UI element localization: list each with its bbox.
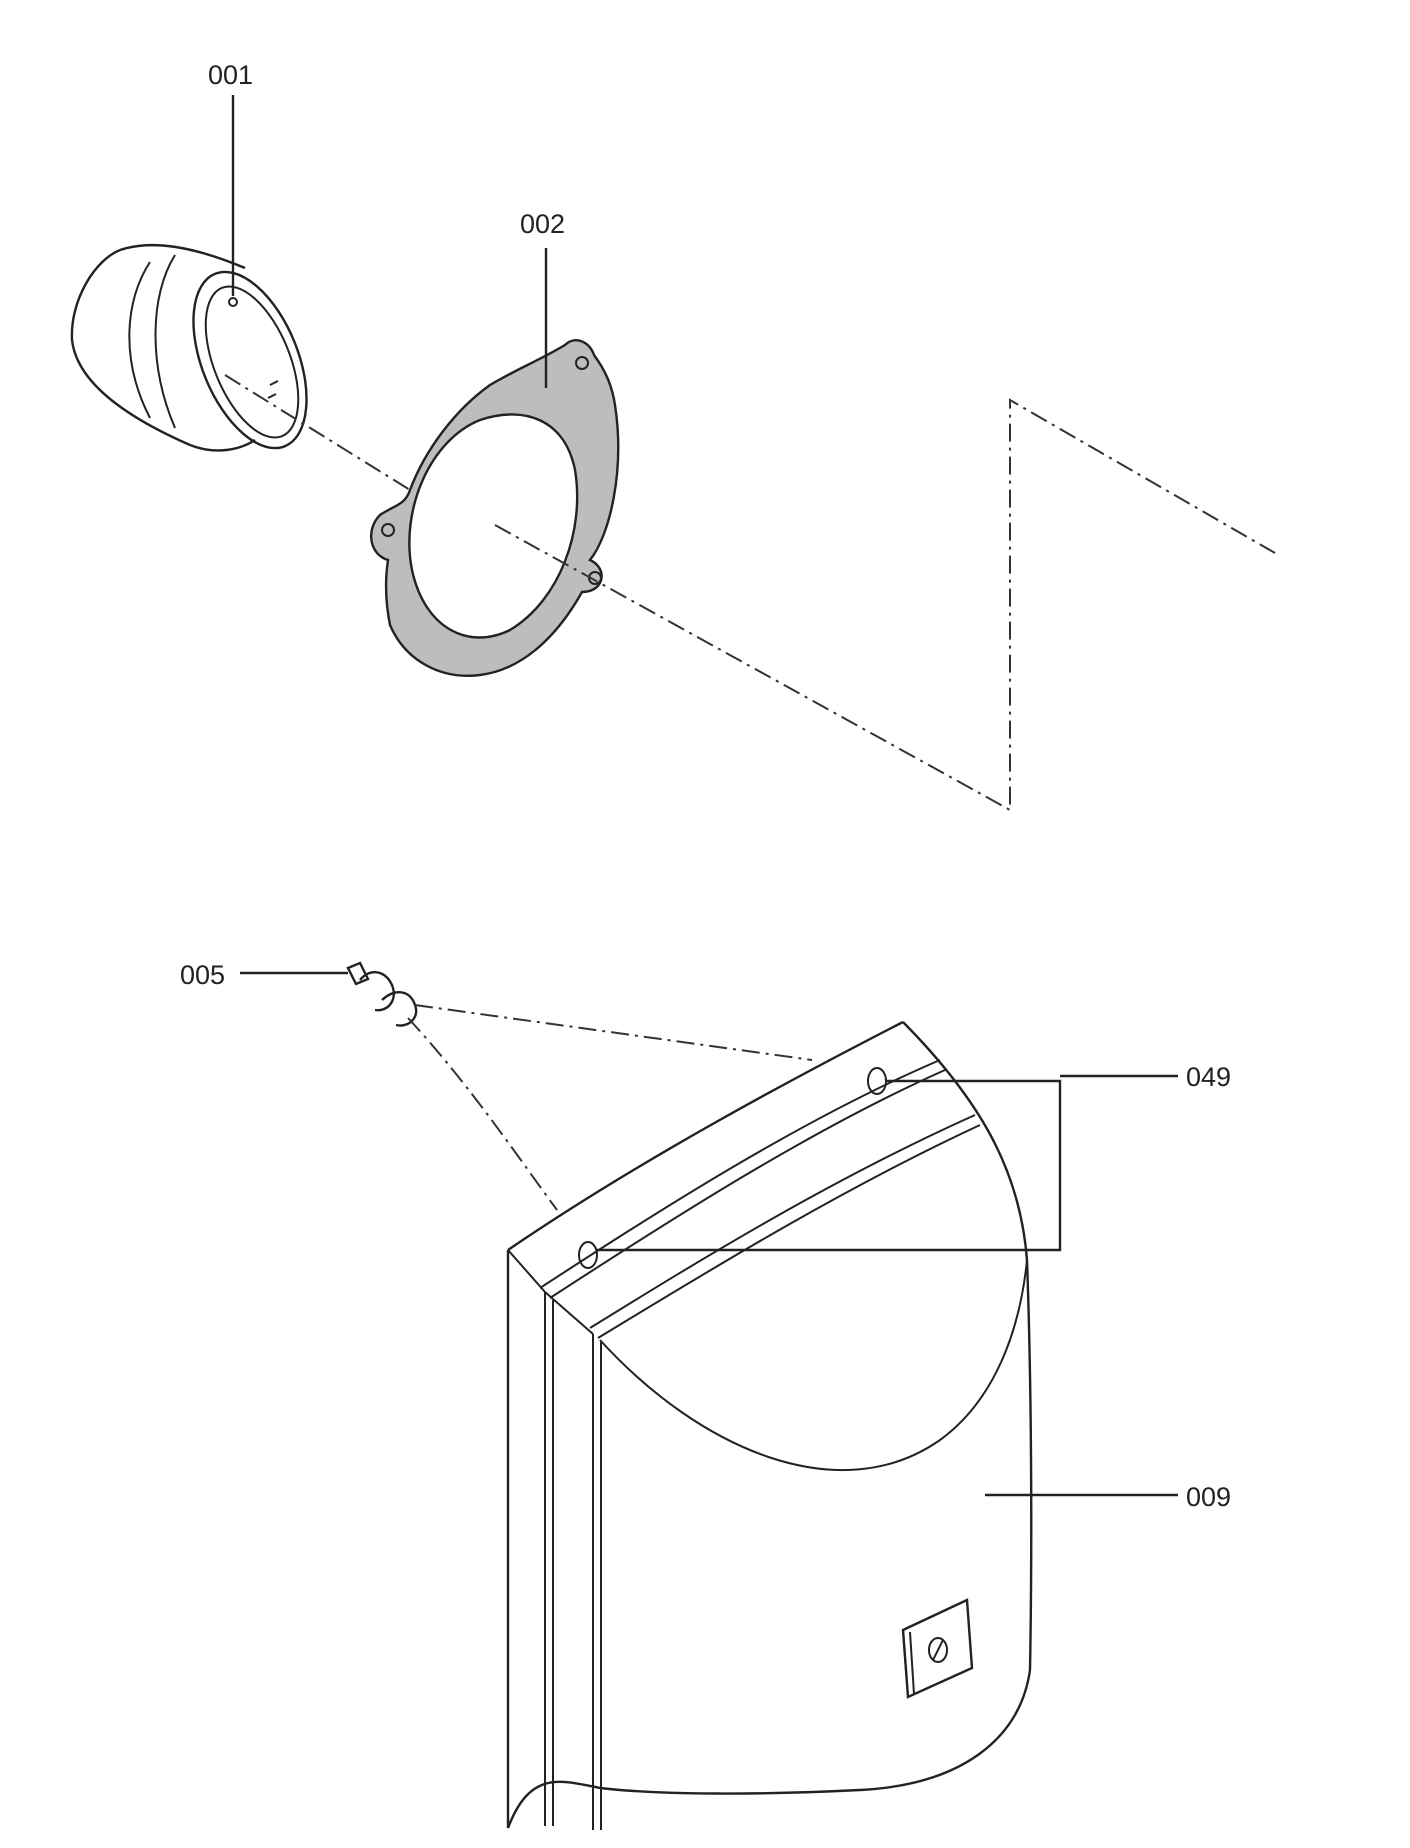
callout-009: 009 (1186, 1482, 1231, 1512)
housing-part-009 (506, 1020, 1033, 1830)
callout-005: 005 (180, 960, 225, 990)
callout-049: 049 (1186, 1062, 1231, 1092)
callout-002: 002 (520, 209, 565, 239)
sleeve-part-001 (70, 243, 308, 452)
gasket-part-002 (370, 339, 620, 677)
leader-049 (597, 1074, 1178, 1252)
callout-001: 001 (208, 60, 253, 90)
latch-icon (901, 1598, 974, 1699)
assembly-axis-line (224, 374, 1276, 812)
screw-alignment-lines (407, 1004, 813, 1211)
screw-part-005 (346, 961, 418, 1027)
